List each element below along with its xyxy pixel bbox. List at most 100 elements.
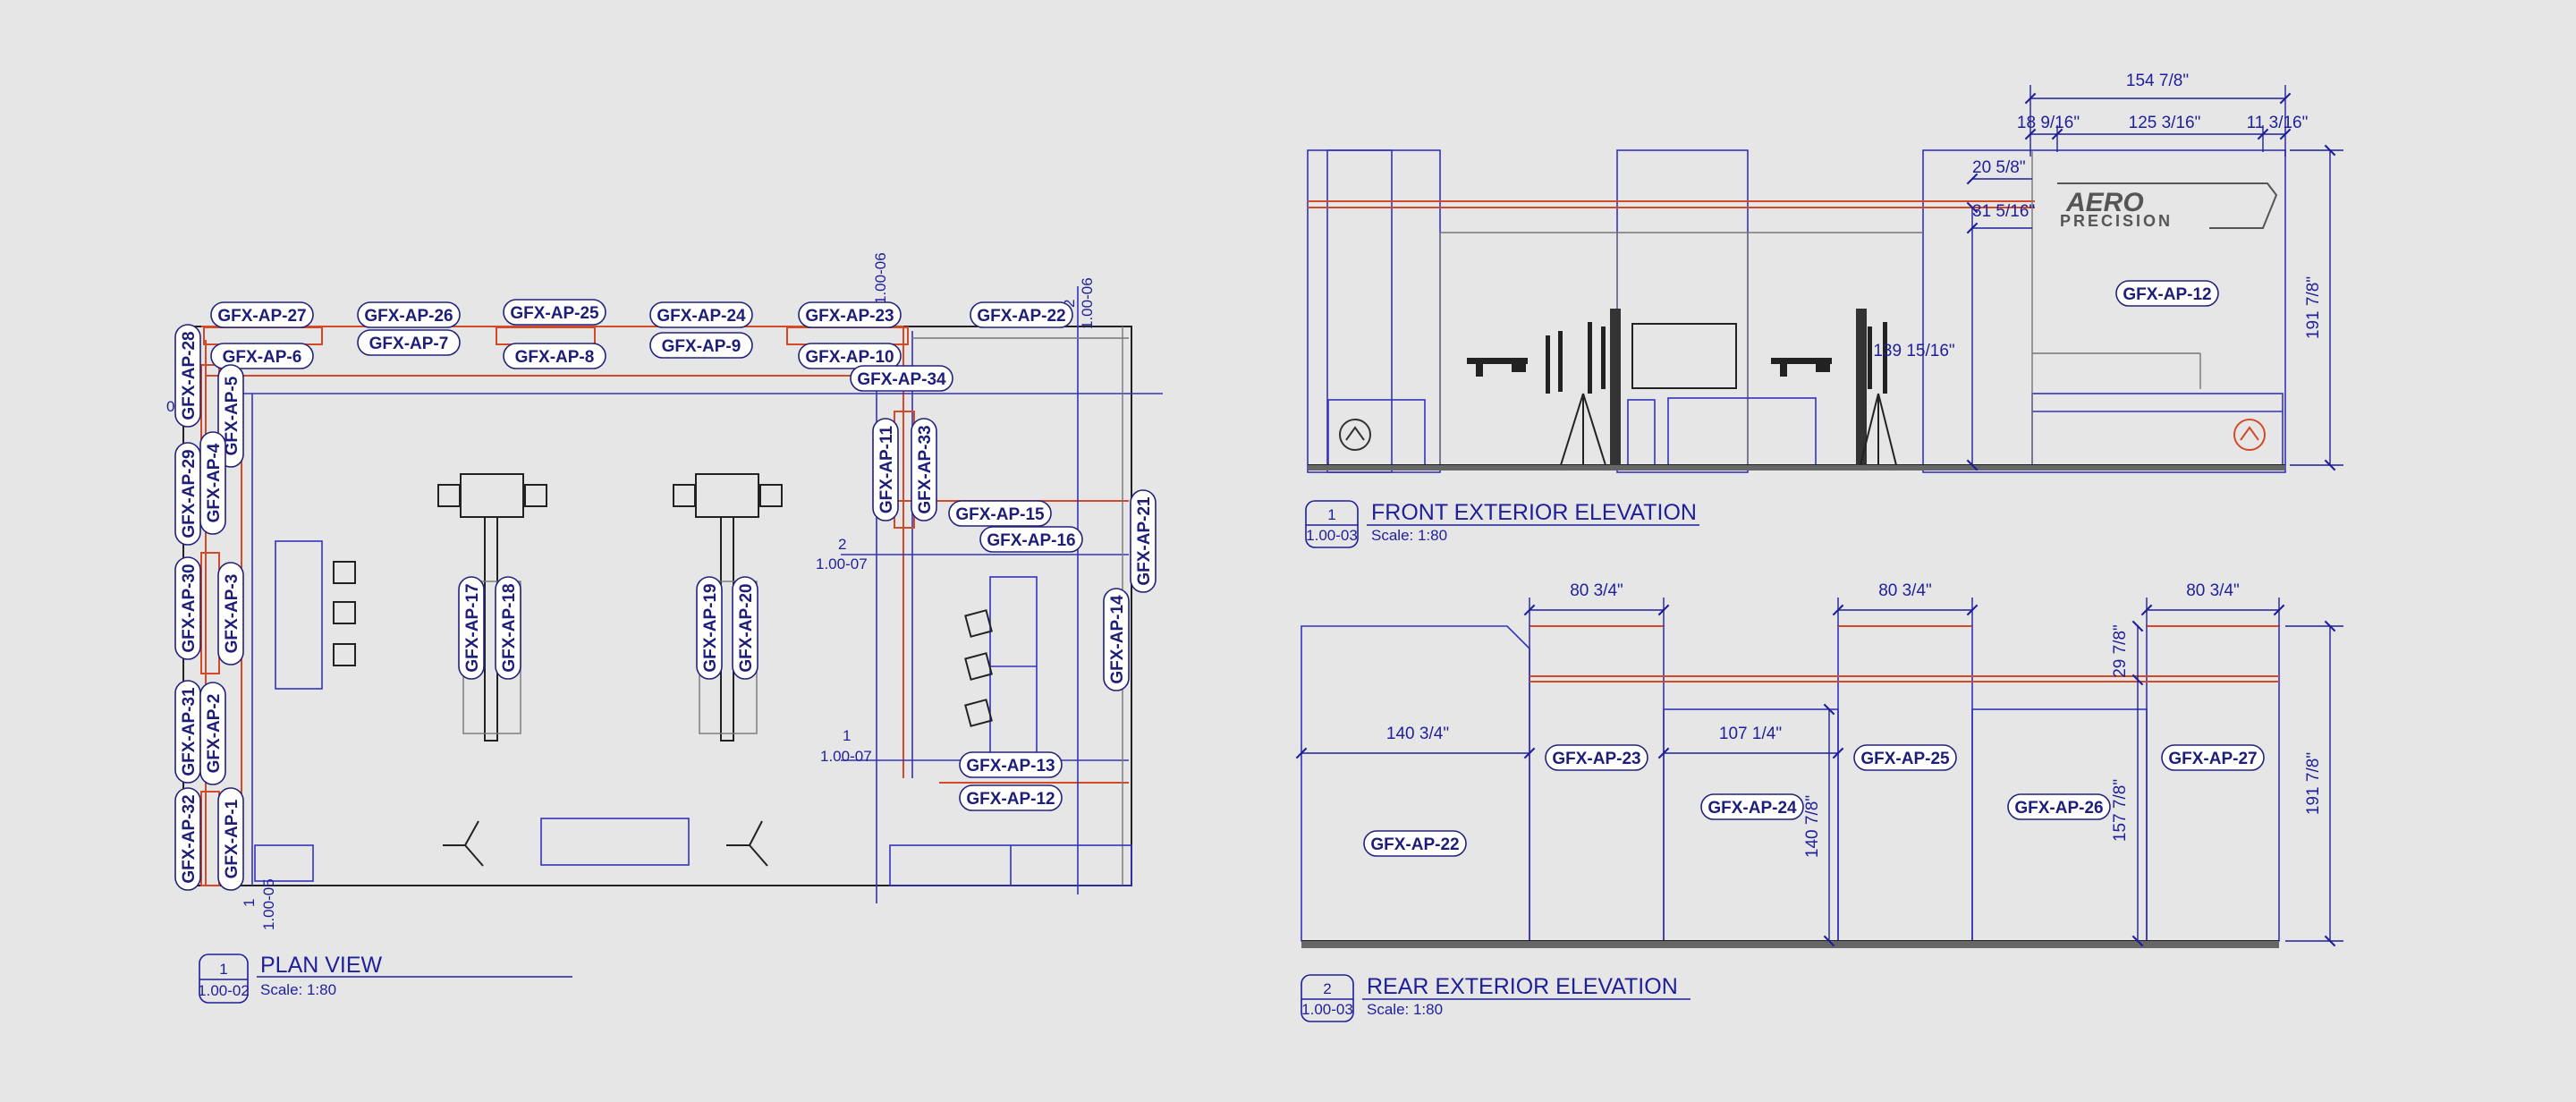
front-dim: 31 5/16": [1972, 202, 2035, 221]
front-dim-total-width: 154 7/8": [2126, 72, 2189, 90]
tag-label: GFX-AP-14: [1108, 595, 1127, 684]
tag-plan-gfx-ap-6[interactable]: GFX-AP-6: [210, 343, 314, 369]
tag-plan-gfx-ap-7[interactable]: GFX-AP-7: [357, 329, 461, 356]
tag-plan-gfx-ap-34[interactable]: GFX-AP-34: [850, 365, 953, 392]
plan-stool: [333, 561, 356, 584]
rear-dim-total-height: 191 7/8": [2304, 752, 2323, 815]
plan-right-counter: [989, 576, 1038, 766]
front-tower: [1616, 149, 1749, 473]
svg-text:GFX-AP-24: GFX-AP-24: [1707, 799, 1797, 818]
tag-plan-gfx-ap-22[interactable]: GFX-AP-22: [970, 301, 1073, 328]
front-counter: [2031, 393, 2284, 466]
aero-logo: AERO PRECISION: [2057, 182, 2278, 230]
rifle-icon: [1467, 358, 1528, 377]
tag-plan-gfx-ap-23[interactable]: GFX-AP-23: [798, 301, 902, 328]
tag-label: GFX-AP-23: [805, 307, 894, 326]
tag-label: GFX-AP-6: [223, 348, 302, 367]
tag-rear-gfx-ap-23[interactable]: GFX-AP-23: [1545, 744, 1648, 771]
svg-text:GFX-AP-27: GFX-AP-27: [2168, 750, 2257, 768]
rifle-icon: [1771, 358, 1832, 377]
plan-ref: 2: [1061, 300, 1078, 308]
tag-plan-gfx-ap-12[interactable]: GFX-AP-12: [959, 784, 1063, 811]
tag-plan-gfx-ap-4[interactable]: GFX-AP-4: [199, 431, 226, 535]
front-view-number: 1: [1327, 506, 1335, 523]
tag-label: GFX-AP-22: [977, 307, 1065, 326]
tag-plan-gfx-ap-26[interactable]: GFX-AP-26: [357, 301, 461, 328]
tag-plan-gfx-ap-8[interactable]: GFX-AP-8: [503, 343, 606, 369]
tag-plan-gfx-ap-11[interactable]: GFX-AP-11: [872, 418, 899, 521]
tag-label: GFX-AP-7: [369, 335, 449, 353]
tag-rear-gfx-ap-25[interactable]: GFX-AP-25: [1853, 744, 1957, 771]
rear-dim: 157 7/8": [2111, 779, 2130, 842]
front-title-badge: [1305, 500, 1359, 548]
tag-plan-gfx-ap-1[interactable]: GFX-AP-1: [217, 787, 244, 891]
tag-label: GFX-AP-2: [205, 694, 224, 774]
tag-label: GFX-AP-30: [180, 564, 199, 652]
tag-plan-gfx-ap-29[interactable]: GFX-AP-29: [174, 442, 201, 546]
tag-plan-gfx-ap-2[interactable]: GFX-AP-2: [199, 682, 226, 785]
plan-tripod: [726, 820, 768, 867]
rear-view-title: REAR EXTERIOR ELEVATION: [1367, 974, 1678, 999]
rear-panel-27: [2146, 625, 2280, 942]
tag-label: GFX-AP-25: [510, 304, 599, 323]
tag-plan-gfx-ap-15[interactable]: GFX-AP-15: [948, 500, 1052, 527]
front-floor-base: [1308, 465, 2285, 470]
rear-dim: 80 3/4": [1570, 581, 1623, 600]
plan-view-title: PLAN VIEW: [260, 953, 383, 978]
tag-plan-gfx-ap-3[interactable]: GFX-AP-3: [217, 562, 244, 665]
tag-plan-gfx-ap-31[interactable]: GFX-AP-31: [174, 680, 201, 784]
tag-plan-gfx-ap-10[interactable]: GFX-AP-10: [798, 343, 902, 369]
tag-plan-gfx-ap-32[interactable]: GFX-AP-32: [174, 787, 201, 891]
front-display-post: [1610, 309, 1621, 465]
plan-wall-frame: [786, 326, 909, 345]
svg-text:GFX-AP-26: GFX-AP-26: [2014, 799, 2103, 818]
tag-plan-gfx-ap-33[interactable]: GFX-AP-33: [911, 418, 937, 521]
front-display-post: [1856, 309, 1867, 465]
tag-plan-gfx-ap-24[interactable]: GFX-AP-24: [649, 301, 753, 328]
tag-label: GFX-AP-8: [515, 348, 595, 367]
rear-dim: 80 3/4": [1878, 581, 1932, 600]
tag-label: GFX-AP-13: [966, 757, 1055, 776]
tag-plan-gfx-ap-19[interactable]: GFX-AP-19: [696, 576, 723, 680]
tag-rear-gfx-ap-26[interactable]: GFX-AP-26: [2007, 793, 2111, 820]
tag-plan-gfx-ap-9[interactable]: GFX-AP-9: [649, 332, 753, 359]
tag-label: GFX-AP-27: [217, 307, 306, 326]
tag-plan-gfx-ap-27[interactable]: GFX-AP-27: [210, 301, 314, 328]
tag-label: GFX-AP-12: [966, 790, 1055, 809]
tag-label: GFX-AP-16: [987, 531, 1075, 550]
tag-plan-gfx-ap-13[interactable]: GFX-AP-13: [959, 751, 1063, 778]
plan-wall-frame: [203, 326, 323, 345]
plan-ref: 1: [241, 899, 258, 907]
tag-plan-gfx-ap-21[interactable]: GFX-AP-21: [1130, 489, 1157, 593]
tag-label: GFX-AP-1: [223, 799, 242, 878]
tag-label: GFX-AP-31: [180, 687, 199, 776]
tag-label: GFX-AP-20: [737, 583, 756, 672]
front-base: [1667, 397, 1817, 466]
front-dim: 11 3/16": [2247, 114, 2309, 132]
tag-plan-gfx-ap-16[interactable]: GFX-AP-16: [979, 526, 1083, 553]
tag-plan-gfx-ap-17[interactable]: GFX-AP-17: [458, 576, 485, 680]
plan-view-number: 1: [219, 961, 227, 978]
tag-rear-gfx-ap-22[interactable]: GFX-AP-22: [1363, 830, 1467, 857]
tag-plan-gfx-ap-30[interactable]: GFX-AP-30: [174, 556, 201, 660]
tag-plan-gfx-ap-20[interactable]: GFX-AP-20: [732, 576, 758, 680]
tag-rear-gfx-ap-27[interactable]: GFX-AP-27: [2161, 744, 2265, 771]
plan-stool: [964, 609, 993, 638]
front-tower: [1307, 149, 1393, 473]
tag-plan-gfx-ap-18[interactable]: GFX-AP-18: [495, 576, 521, 680]
plan-tripod: [443, 820, 484, 867]
svg-text:GFX-AP-12: GFX-AP-12: [2123, 285, 2211, 304]
plan-wall-frame: [200, 552, 220, 674]
front-dim: 18 9/16": [2017, 114, 2080, 132]
tag-label: GFX-AP-21: [1135, 496, 1154, 586]
tag-front-gfx-ap-12[interactable]: GFX-AP-12: [2115, 280, 2219, 307]
tag-label: GFX-AP-10: [805, 348, 894, 367]
rear-dim: 80 3/4": [2186, 581, 2240, 600]
tag-plan-gfx-ap-14[interactable]: GFX-AP-14: [1103, 588, 1130, 691]
plan-wall-frame: [200, 791, 220, 886]
tag-plan-gfx-ap-25[interactable]: GFX-AP-25: [503, 299, 606, 326]
tag-label: GFX-AP-4: [205, 443, 224, 522]
tag-rear-gfx-ap-24[interactable]: GFX-AP-24: [1700, 793, 1804, 820]
tag-plan-gfx-ap-28[interactable]: GFX-AP-28: [174, 324, 201, 428]
